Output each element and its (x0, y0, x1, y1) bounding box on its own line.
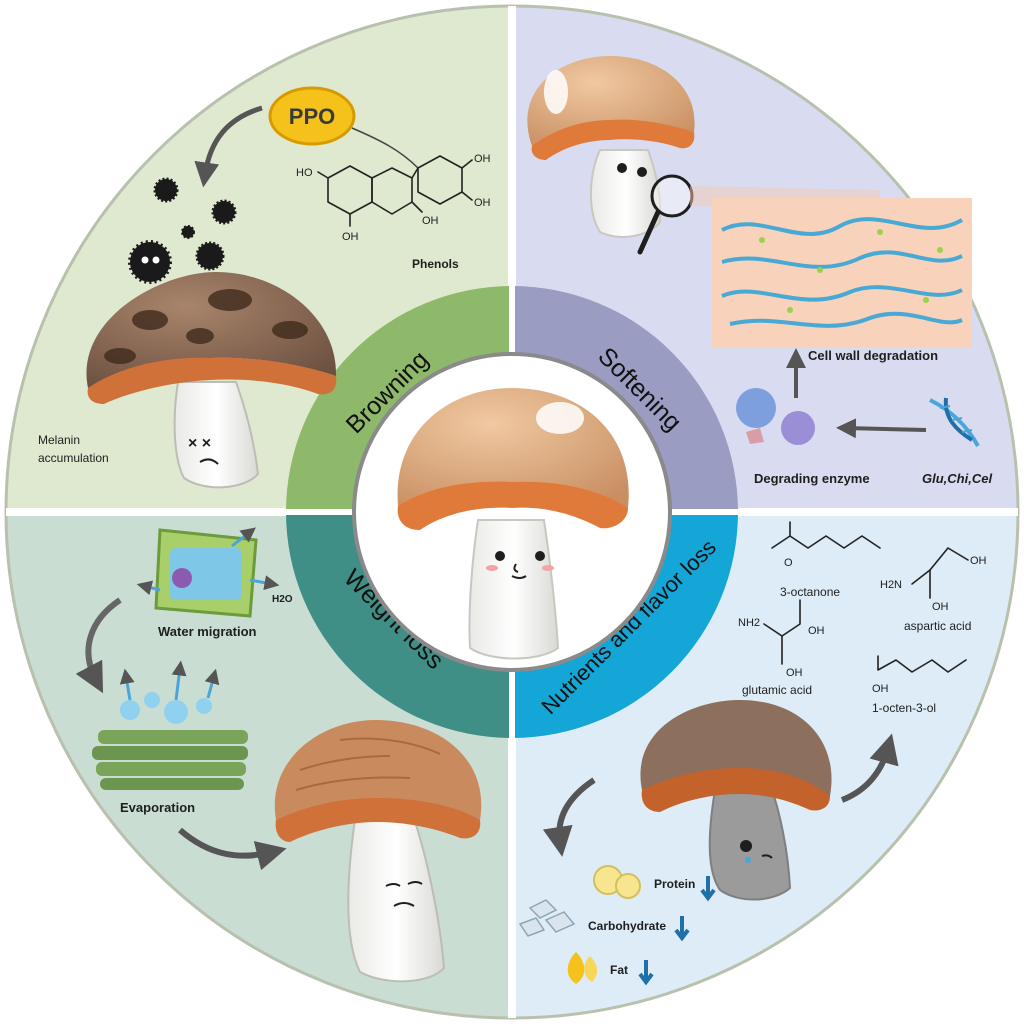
curved-arrow-right (178, 827, 287, 871)
curved-arrow-up (840, 733, 899, 803)
cell-wall-zoom (712, 198, 972, 348)
browning-section: PPO OH OH HO OH OH Phenols (38, 86, 491, 489)
phenol-structure: OH OH HO OH OH (296, 153, 491, 243)
curved-arrow-left (542, 777, 596, 857)
melanin-label-line1: Melanin (38, 433, 80, 447)
svg-text:OH: OH (970, 555, 987, 567)
phenol-oh-2: OH (474, 197, 491, 209)
compound-label-0: 3-octanone (780, 585, 840, 599)
softening-section: Cell wall degradation Degrading enzyme G… (527, 56, 992, 486)
carbohydrate-icon (518, 899, 576, 937)
svg-text:O: O (784, 557, 793, 569)
left-arrow (836, 418, 927, 439)
ppo-connector (351, 127, 419, 169)
svg-text:OH: OH (786, 667, 803, 679)
ppo-badge (268, 86, 356, 146)
dna-icon (929, 397, 980, 447)
svg-text:H2N: H2N (880, 579, 902, 591)
h2o-label: H2O (272, 594, 293, 605)
protein-icon (593, 865, 641, 899)
water-droplets (119, 660, 220, 724)
svg-text:NH2: NH2 (738, 617, 760, 629)
tissue-layers (92, 730, 248, 790)
down-arrow-icon (700, 876, 716, 902)
phenol-ho: HO (296, 167, 313, 179)
svg-text:OH: OH (808, 625, 825, 637)
phenol-oh-1: OH (474, 153, 491, 165)
compound-label-3: 1-octen-3-ol (872, 701, 936, 715)
dull-mushroom (640, 700, 832, 901)
octanone-structure: O (771, 521, 881, 569)
melanin-label-line2: accumulation (38, 451, 109, 465)
nutrients-section: O 3-octanone OH H2N OH aspartic acid NH2… (518, 521, 987, 986)
degrading-enzyme-label: Degrading enzyme (754, 471, 870, 486)
water-migration-label: Water migration (158, 624, 257, 639)
down-arrow-icon (674, 916, 690, 942)
center-fresh-mushroom (352, 352, 672, 672)
aspartic-structure: OH H2N OH (880, 547, 987, 613)
phenol-oh-3: OH (342, 231, 359, 243)
evaporation-label: Evaporation (120, 800, 195, 815)
glutamic-structure: NH2 OH OH (738, 599, 825, 679)
curved-arrow-down (75, 597, 122, 694)
softened-mushroom (527, 56, 695, 238)
weight-loss-section: H2O Water migration Evaporation (75, 527, 482, 983)
svg-text:OH: OH (932, 601, 949, 613)
genes-label: Glu,Chi,Cel (922, 471, 992, 486)
octenol-structure: OH (872, 655, 967, 695)
wrinkled-mushroom (274, 720, 482, 983)
svg-text:× ×: × × (188, 435, 211, 452)
phenols-label: Phenols (412, 257, 459, 271)
compound-label-1: aspartic acid (904, 619, 971, 633)
cell-wall-label: Cell wall degradation (808, 348, 938, 363)
compound-label-2: glutamic acid (742, 683, 812, 697)
down-arrow-icon (638, 960, 654, 986)
plant-cell-icon (136, 527, 280, 618)
melanin-particles (128, 177, 237, 284)
carbohydrate-label: Carbohydrate (588, 919, 666, 933)
fat-label: Fat (610, 963, 628, 977)
fat-icon (567, 952, 598, 984)
svg-text:OH: OH (872, 683, 889, 695)
cap-highlight (536, 402, 584, 434)
curved-arrow (194, 105, 263, 188)
enzyme-blobs (736, 388, 815, 445)
ppo-label: PPO (289, 104, 335, 129)
browned-mushroom: × × (86, 272, 337, 489)
phenol-oh-4: OH (422, 215, 439, 227)
protein-label: Protein (654, 877, 695, 891)
